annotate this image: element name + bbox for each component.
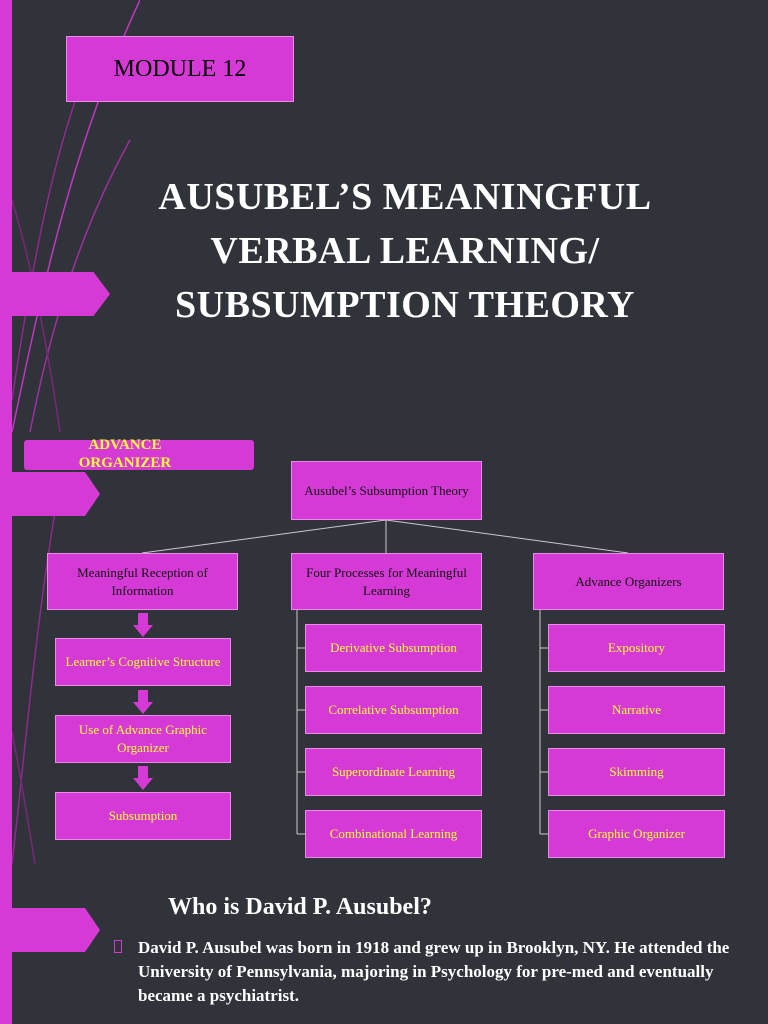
child-node: Learner’s Cognitive Structure — [55, 638, 231, 686]
child-node: Subsumption — [55, 792, 231, 840]
bio-slide: Who is David P. Ausubel? David P. Ausube… — [0, 864, 768, 1024]
left-arrow-tab — [0, 908, 100, 952]
child-node: Correlative Subsumption — [305, 686, 482, 734]
branch-node: Meaningful Reception of Information — [47, 553, 238, 610]
left-accent-bar — [0, 0, 12, 432]
child-node: Graphic Organizer — [548, 810, 725, 858]
branch-node: Four Processes for Meaningful Learning — [291, 553, 482, 610]
child-node: Expository — [548, 624, 725, 672]
left-arrow-tab — [0, 472, 100, 516]
advance-organizer-label: ADVANCE ORGANIZER — [78, 437, 172, 471]
left-accent-bar — [0, 432, 12, 864]
title-line: SUBSUMPTION THEORY — [175, 284, 635, 326]
branch-node: Advance Organizers — [533, 553, 724, 610]
title-line: AUSUBEL’S MEANINGFUL — [158, 176, 652, 218]
bullet-icon — [114, 940, 122, 953]
concept-map-slide: ADVANCE ORGANIZER Ausubel’s Subsumption … — [0, 432, 768, 864]
root-node: Ausubel’s Subsumption Theory — [291, 461, 482, 520]
bio-paragraph: David P. Ausubel was born in 1918 and gr… — [138, 938, 730, 1005]
child-node: Derivative Subsumption — [305, 624, 482, 672]
title-slide: MODULE 12 AUSUBEL’S MEANINGFUL VERBAL LE… — [0, 0, 768, 432]
module-label: MODULE 12 — [66, 36, 294, 102]
child-node: Use of Advance Graphic Organizer — [55, 715, 231, 763]
child-node: Skimming — [548, 748, 725, 796]
child-node: Narrative — [548, 686, 725, 734]
child-node: Superordinate Learning — [305, 748, 482, 796]
child-node: Combinational Learning — [305, 810, 482, 858]
slide-heading: Who is David P. Ausubel? — [168, 894, 432, 920]
left-arrow-tab — [0, 272, 110, 316]
connector-lines — [133, 519, 629, 835]
title-line: VERBAL LEARNING/ — [210, 230, 600, 272]
advance-organizer-banner — [24, 440, 254, 470]
slide-title: AUSUBEL’S MEANINGFUL VERBAL LEARNING/ SU… — [100, 170, 710, 332]
